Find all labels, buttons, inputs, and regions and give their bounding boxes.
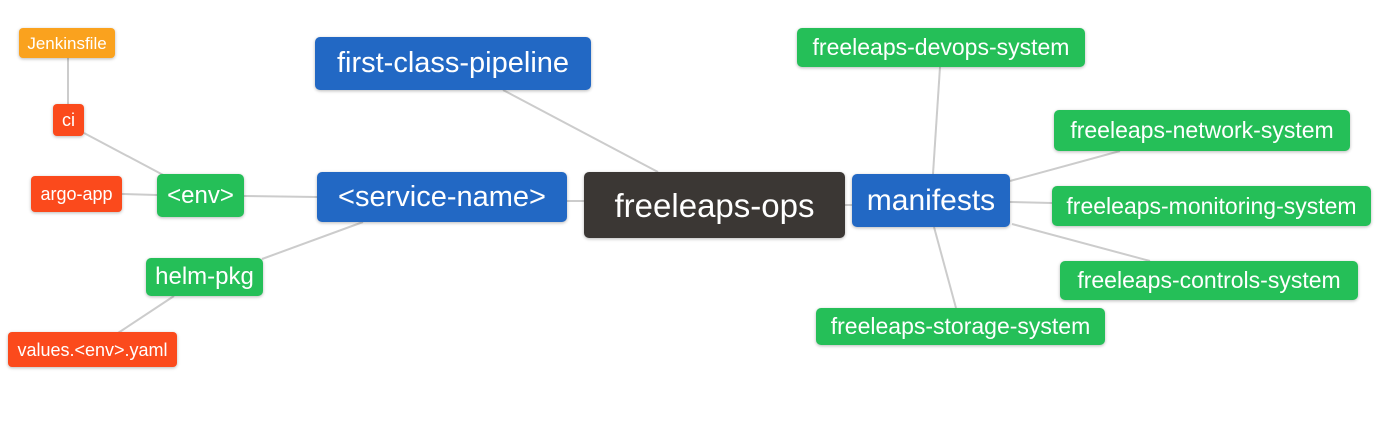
node-service-name[interactable]: <service-name> <box>317 172 567 222</box>
node-devops-system[interactable]: freeleaps-devops-system <box>797 28 1085 67</box>
edge-manifests-devops <box>932 66 941 175</box>
node-helm-pkg[interactable]: helm-pkg <box>146 258 263 296</box>
node-values-env-yaml[interactable]: values.<env>.yaml <box>8 332 177 367</box>
node-manifests[interactable]: manifests <box>852 174 1010 227</box>
node-monitoring-system[interactable]: freeleaps-monitoring-system <box>1052 186 1371 226</box>
node-argo-app[interactable]: argo-app <box>31 176 122 212</box>
edge-argoapp-env <box>121 193 158 196</box>
node-jenkinsfile[interactable]: Jenkinsfile <box>19 28 115 58</box>
edge-helmpkg-values <box>117 295 175 334</box>
node-env[interactable]: <env> <box>157 174 244 217</box>
edge-manifests-network <box>1009 150 1121 182</box>
node-network-system[interactable]: freeleaps-network-system <box>1054 110 1350 151</box>
edge-env-servicename <box>243 195 318 198</box>
edge-manifests-controls <box>1011 223 1151 262</box>
edge-ci-env <box>83 132 168 178</box>
node-freeleaps-ops-root[interactable]: freeleaps-ops <box>584 172 845 238</box>
node-first-class-pipeline[interactable]: first-class-pipeline <box>315 37 591 90</box>
edge-helmpkg-servicename <box>261 221 364 260</box>
edge-pipeline-ops <box>502 89 659 173</box>
edge-manifests-monitoring <box>1009 201 1053 204</box>
node-ci[interactable]: ci <box>53 104 84 136</box>
node-controls-system[interactable]: freeleaps-controls-system <box>1060 261 1358 300</box>
node-storage-system[interactable]: freeleaps-storage-system <box>816 308 1105 345</box>
edge-manifests-storage <box>933 226 957 309</box>
